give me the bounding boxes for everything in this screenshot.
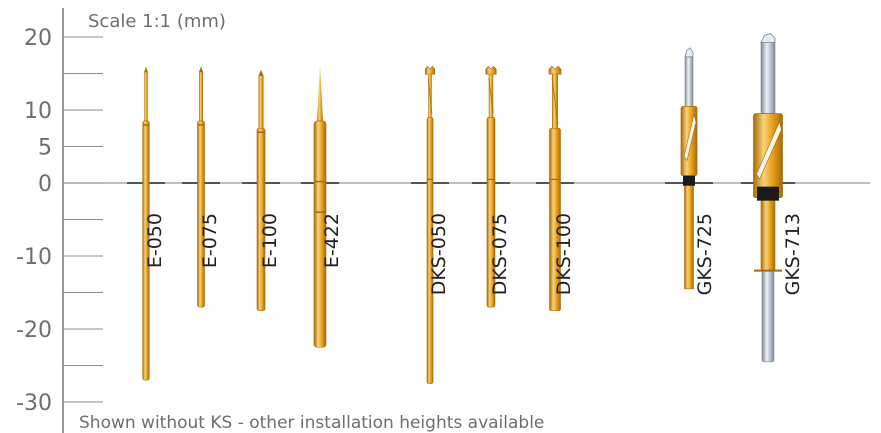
barrel bbox=[256, 127, 266, 312]
probe-label: DKS-075 bbox=[489, 213, 511, 295]
barrel bbox=[313, 120, 327, 348]
barrel bbox=[142, 120, 150, 381]
helical-slot bbox=[756, 120, 782, 180]
needle-tip-icon bbox=[199, 66, 203, 73]
barrel bbox=[426, 117, 434, 385]
probe-label: E-075 bbox=[199, 213, 221, 268]
probe-label: DKS-100 bbox=[553, 213, 575, 295]
scale-title: Scale 1:1 (mm) bbox=[88, 11, 226, 32]
spiral-groove bbox=[427, 78, 433, 114]
axis-tick-label: -30 bbox=[16, 391, 52, 416]
probe-illustrations: E-050 E-075 E-100 E-422 DKS-050 DKS-075 DKS-10… bbox=[127, 32, 804, 385]
probe-e-422: E-422 bbox=[301, 66, 343, 348]
caption-note: Shown without KS - other installation he… bbox=[79, 413, 544, 433]
plunger-shaft bbox=[199, 71, 203, 121]
spiral-groove bbox=[551, 78, 559, 125]
probe-gks-725: GKS-725 bbox=[665, 47, 716, 295]
plunger-shaft bbox=[684, 55, 694, 107]
vertical-scale-axis: 20 10 5 0 -10 -20 -30 bbox=[16, 8, 870, 433]
crown-tip-icon bbox=[485, 65, 497, 75]
probe-e-100: E-100 bbox=[242, 69, 281, 312]
chisel-tip-icon bbox=[684, 47, 694, 58]
axis-tick-label: 10 bbox=[24, 99, 52, 124]
probe-label: E-050 bbox=[144, 213, 166, 268]
probe-gks-713: GKS-713 bbox=[741, 32, 804, 363]
axis-tick-label: 5 bbox=[38, 136, 52, 161]
crown-tip-icon bbox=[548, 65, 562, 75]
probe-dks-075: DKS-075 bbox=[472, 65, 511, 308]
chisel-tip-icon bbox=[760, 32, 776, 43]
barrel bbox=[197, 120, 205, 308]
probe-dks-100: DKS-100 bbox=[536, 65, 575, 312]
probe-label: E-422 bbox=[321, 213, 343, 268]
knurl-band bbox=[683, 175, 695, 186]
pointed-tip-icon bbox=[258, 69, 264, 76]
axis-tick-label: -20 bbox=[16, 318, 52, 343]
plunger-shaft bbox=[144, 71, 148, 121]
probe-dks-050: DKS-050 bbox=[411, 65, 450, 385]
probe-label: E-100 bbox=[259, 213, 281, 268]
plunger-shaft bbox=[760, 41, 776, 114]
helical-slot bbox=[683, 114, 697, 162]
spiral-groove bbox=[488, 78, 494, 114]
crown-tip-icon bbox=[424, 65, 436, 75]
probe-e-050: E-050 bbox=[127, 66, 166, 381]
barrel bbox=[549, 127, 561, 312]
barrel bbox=[486, 117, 496, 308]
knurl-band bbox=[757, 186, 779, 201]
barrel bbox=[684, 175, 694, 290]
spear-tip-icon bbox=[317, 66, 323, 121]
probe-label: GKS-713 bbox=[782, 213, 804, 295]
axis-tick-label: 20 bbox=[24, 26, 52, 51]
axis-tick-label: -10 bbox=[16, 245, 52, 270]
axis-tick-label: 0 bbox=[38, 172, 52, 197]
lower-plunger bbox=[761, 270, 775, 363]
probe-label: DKS-050 bbox=[428, 213, 450, 295]
barrel bbox=[760, 197, 776, 271]
plunger-shaft bbox=[258, 74, 264, 129]
probe-label: GKS-725 bbox=[694, 213, 716, 295]
needle-tip-icon bbox=[144, 66, 148, 73]
probe-e-075: E-075 bbox=[182, 66, 221, 308]
